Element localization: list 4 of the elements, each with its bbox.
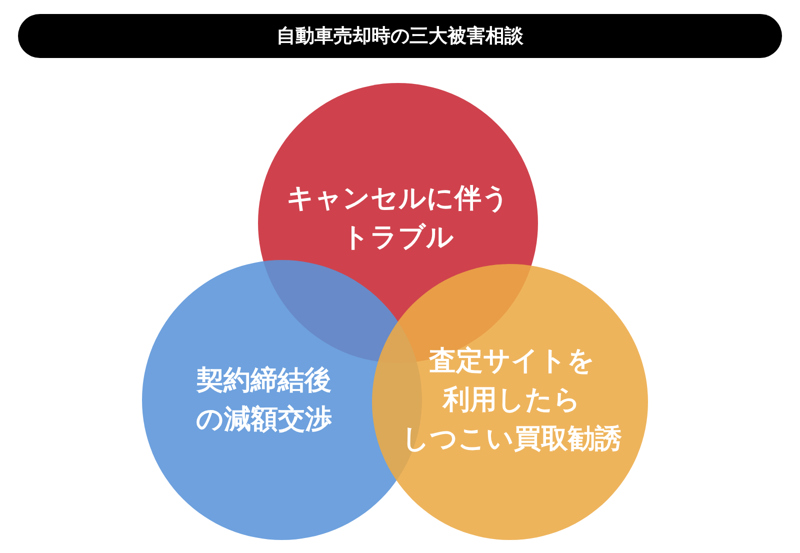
circle-label: キャンセルに伴うトラブル — [286, 182, 510, 255]
circle-label: 査定サイトを利用したらしつこい買取勧誘 — [402, 344, 622, 457]
title-bar: 自動車売却時の三大被害相談 — [18, 14, 782, 58]
circle-label: 契約締結後の減額交渉 — [196, 364, 332, 437]
